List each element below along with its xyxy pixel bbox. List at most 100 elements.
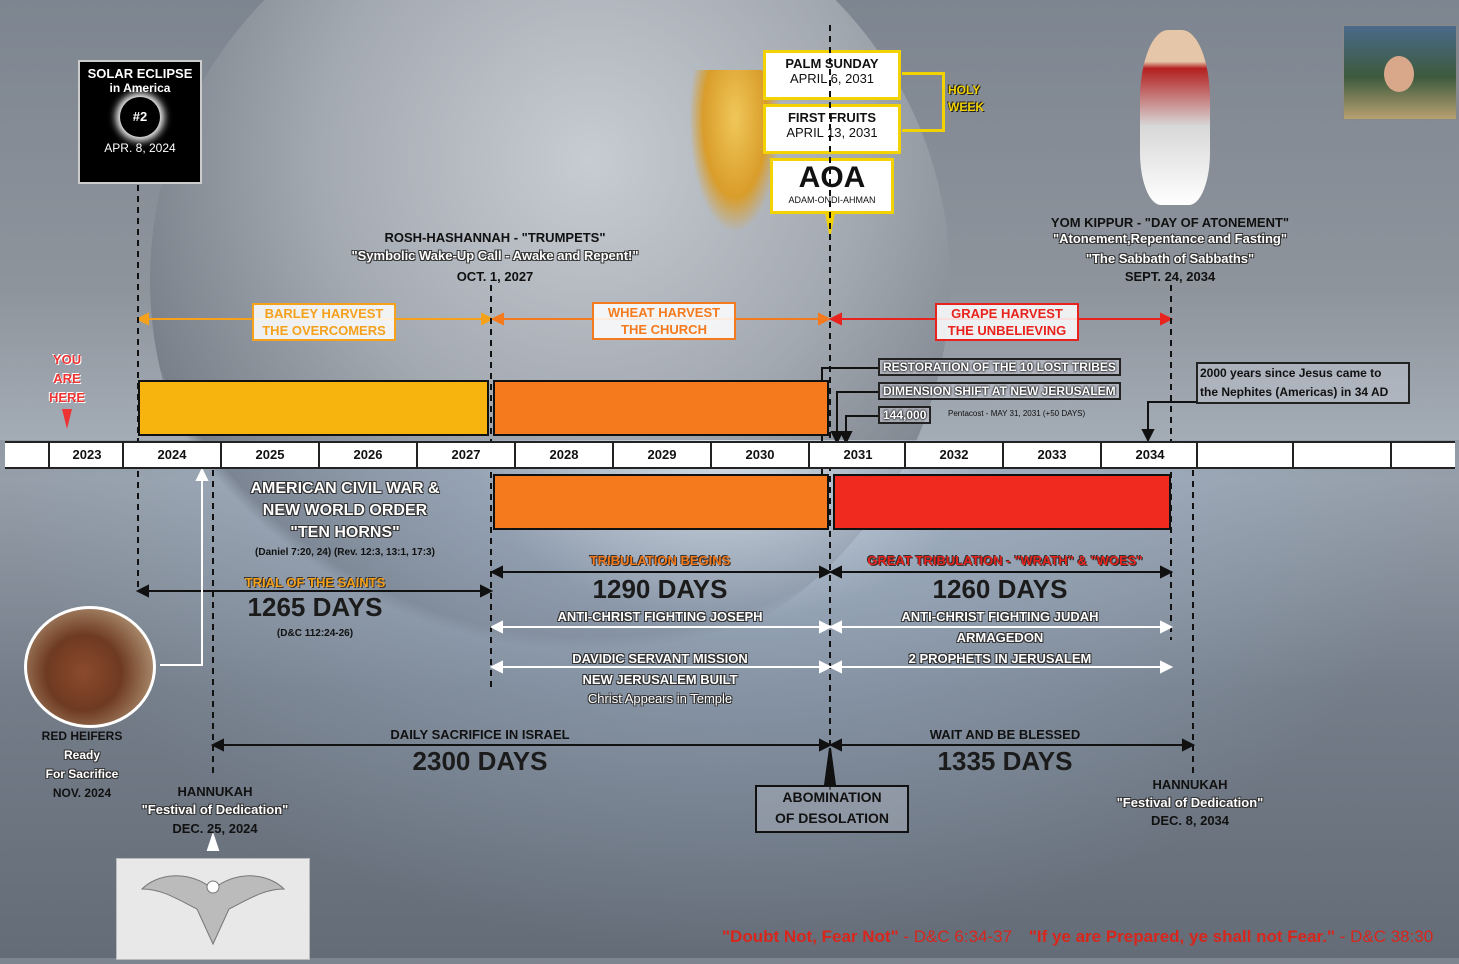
heifers-sacrifice: For Sacrifice bbox=[45, 767, 119, 781]
palm-sunday-box: PALM SUNDAY APRIL 6, 2031 bbox=[763, 50, 901, 100]
wheat-arrow-left bbox=[490, 312, 504, 326]
solar-eclipse-box: SOLAR ECLIPSE in America #2 APR. 8, 2024 bbox=[78, 60, 202, 184]
presenter-head bbox=[1384, 56, 1414, 92]
here-label: HERE bbox=[48, 390, 86, 405]
joseph-label: ANTI-CHRIST FIGHTING JOSEPH bbox=[557, 609, 763, 624]
hannukah2-date: DEC. 8, 2034 bbox=[1150, 813, 1230, 828]
wait-label: WAIT AND BE BLESSED bbox=[929, 727, 1081, 742]
year-2024: 2024 bbox=[122, 443, 220, 467]
daily-span-left bbox=[210, 738, 224, 752]
heifers-date: NOV. 2024 bbox=[52, 786, 112, 800]
you-are-here-arrow bbox=[62, 409, 72, 429]
first-fruits-title: FIRST FRUITS bbox=[787, 110, 877, 125]
daily-days: 2300 DAYS bbox=[412, 746, 548, 776]
nephites-box: 2000 years since Jesus came to the Nephi… bbox=[1196, 362, 1410, 404]
count-connector-head bbox=[839, 431, 853, 445]
great-span-left bbox=[828, 565, 842, 579]
trial-days: 1265 DAYS bbox=[247, 592, 383, 622]
heifers-photo-icon bbox=[24, 606, 156, 728]
hannukah1-date: DEC. 25, 2024 bbox=[172, 821, 258, 836]
holy-week-label: HOLY WEEK bbox=[948, 82, 984, 116]
quote2-ref: - D&C 38:30 bbox=[1335, 927, 1434, 946]
yom-subtitle: "Atonement,Repentance and Fasting" bbox=[1052, 231, 1288, 246]
eclipse-date: APR. 8, 2024 bbox=[104, 141, 176, 155]
dimension-shift-box: DIMENSION SHIFT AT NEW JERUSALEM bbox=[878, 382, 1121, 400]
aoa-title: AOA bbox=[798, 161, 866, 194]
barley-sub: THE OVERCOMERS bbox=[262, 323, 386, 338]
quote2: "If ye are Prepared, ye shall not Fear." bbox=[1028, 927, 1335, 946]
aoa-box: AOA ADAM-ONDI-AHMAN bbox=[770, 158, 894, 214]
restoration-box: RESTORATION OF THE 10 LOST TRIBES bbox=[878, 358, 1121, 376]
pentecost-note: Pentacost - MAY 31, 2031 (+50 DAYS) bbox=[948, 409, 1086, 418]
first-fruits-date: APRIL 13, 2031 bbox=[786, 125, 878, 140]
tribulation-days: 1290 DAYS bbox=[592, 574, 728, 604]
barley-arrow-left bbox=[135, 312, 149, 326]
palm-sunday-title: PALM SUNDAY bbox=[785, 56, 879, 71]
footer-quotes: "Doubt Not, Fear Not" - D&C 6:34-37 "If … bbox=[722, 927, 1433, 947]
are-label: ARE bbox=[53, 371, 81, 386]
civil-war-line3: "TEN HORNS" bbox=[290, 524, 400, 541]
grape-sub: THE UNBELIEVING bbox=[947, 323, 1067, 338]
dimension-connector bbox=[836, 391, 878, 435]
week-label: WEEK bbox=[948, 100, 984, 114]
dimension-connector-head bbox=[830, 431, 844, 445]
trial-span-right bbox=[480, 584, 494, 598]
year-2028: 2028 bbox=[514, 443, 612, 467]
palm-sunday-date: APRIL 6, 2031 bbox=[789, 71, 875, 86]
abomination-line2: OF DESOLATION bbox=[774, 810, 890, 826]
abomination-box: ABOMINATION OF DESOLATION bbox=[755, 785, 909, 833]
barley-arrow-right bbox=[481, 312, 495, 326]
count-connector bbox=[845, 415, 878, 435]
yom-subtitle2: "The Sabbath of Sabbaths" bbox=[1085, 251, 1255, 266]
quote1-ref: - D&C 6:34-37 bbox=[898, 927, 1013, 946]
barley-bar bbox=[138, 380, 489, 436]
yom-title: YOM KIPPUR - "DAY OF ATONEMENT" bbox=[1050, 215, 1290, 230]
wheat-bar-upper bbox=[493, 380, 829, 436]
holy-week-bracket bbox=[902, 72, 945, 132]
great-tribulation-days: 1260 DAYS bbox=[932, 574, 1068, 604]
joseph-span-right bbox=[819, 620, 833, 634]
heifer-connector bbox=[160, 478, 203, 666]
grape-title: GRAPE HARVEST bbox=[951, 306, 1063, 321]
abomination-pointer bbox=[823, 747, 837, 786]
daily-label: DAILY SACRIFICE IN ISRAEL bbox=[390, 727, 570, 742]
great-span-right bbox=[1160, 565, 1174, 579]
grape-arrow-right bbox=[1160, 312, 1174, 326]
wheat-arrow-right bbox=[818, 312, 832, 326]
hannukah1-subtitle: "Festival of Dedication" bbox=[141, 802, 289, 817]
you-label: YOU bbox=[52, 352, 82, 367]
davidic-label: DAVIDIC SERVANT MISSION bbox=[572, 651, 748, 666]
jesus-figure-icon bbox=[1140, 30, 1210, 205]
heifers-ready: Ready bbox=[63, 748, 101, 762]
rosh-subtitle: "Symbolic Wake-Up Call - Awake and Repen… bbox=[351, 248, 639, 263]
heifers-title: RED HEIFERS bbox=[41, 729, 123, 743]
hannukah2-subtitle: "Festival of Dedication" bbox=[1116, 795, 1264, 810]
year-2033: 2033 bbox=[1002, 443, 1100, 467]
trial-span-left bbox=[135, 584, 149, 598]
wait-days: 1335 DAYS bbox=[937, 746, 1073, 776]
year-2034: 2034 bbox=[1100, 443, 1198, 467]
great-tribulation-label: GREAT TRIBULATION - "WRATH" & "WOES" bbox=[867, 553, 1143, 568]
wheat-title: WHEAT HARVEST bbox=[607, 305, 721, 320]
year-2030: 2030 bbox=[710, 443, 808, 467]
year-2026: 2026 bbox=[318, 443, 416, 467]
year-blank-1 bbox=[1196, 443, 1294, 467]
year-2025: 2025 bbox=[220, 443, 318, 467]
trib-span-left bbox=[489, 565, 503, 579]
davidic-span-left bbox=[489, 660, 503, 674]
daily-span-right bbox=[819, 738, 833, 752]
trial-label: TRIAL OF THE SAINTS bbox=[244, 575, 386, 590]
grape-arrow-left bbox=[828, 312, 842, 326]
wheat-harvest-label: WHEAT HARVEST THE CHURCH bbox=[592, 302, 736, 340]
year-blank-2 bbox=[1292, 443, 1392, 467]
year-2023: 2023 bbox=[48, 443, 124, 467]
heifers-text: RED HEIFERS Ready For Sacrifice NOV. 202… bbox=[20, 727, 144, 803]
judah-label: ANTI-CHRIST FIGHTING JUDAH bbox=[901, 609, 1099, 624]
nephites-line1: 2000 years since Jesus came to bbox=[1200, 366, 1382, 380]
wait-span-left bbox=[828, 738, 842, 752]
count-box: 144,000 bbox=[878, 406, 932, 424]
tribulation-label: TRIBULATION BEGINS bbox=[589, 553, 731, 568]
presenter-video-icon bbox=[1343, 25, 1457, 120]
prophets-label: 2 PROPHETS IN JERUSALEM bbox=[908, 651, 1092, 666]
barley-harvest-label: BARLEY HARVEST THE OVERCOMERS bbox=[252, 303, 396, 341]
